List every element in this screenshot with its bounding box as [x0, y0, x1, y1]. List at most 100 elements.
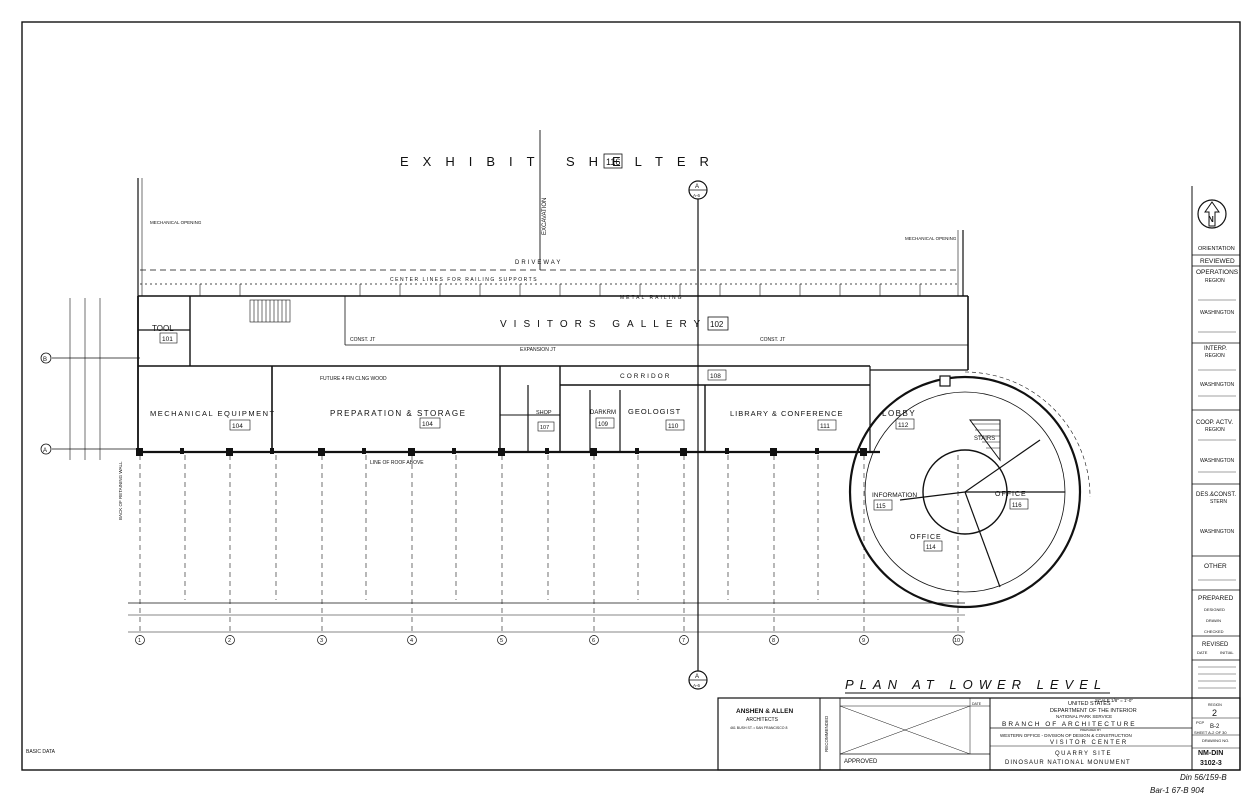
svg-text:6: 6: [592, 638, 595, 644]
svg-text:461 BUSH ST. • SAN FRANCISCO 8: 461 BUSH ST. • SAN FRANCISCO 8: [730, 726, 787, 730]
section-marker-top: A A-6: [688, 180, 708, 200]
svg-text:4: 4: [410, 638, 413, 644]
room-geologist-num: 110: [668, 423, 679, 430]
basic-data-label: BASIC DATA: [26, 749, 56, 755]
svg-text:APPROVED: APPROVED: [844, 759, 878, 765]
room-office-114-num: 114: [926, 545, 936, 551]
room-corridor-name: CORRIDOR: [620, 373, 671, 380]
svg-text:OTHER: OTHER: [1204, 563, 1227, 570]
svg-text:PREPARED BY: PREPARED BY: [1080, 728, 1101, 732]
svg-text:N: N: [1208, 215, 1214, 224]
svg-text:10: 10: [954, 638, 960, 644]
plan-title: PLAN AT LOWER LEVEL: [845, 677, 1107, 692]
svg-text:9: 9: [862, 638, 865, 644]
stairs-label: STAIRS: [974, 436, 995, 442]
room-mechanical-name: MECHANICAL EQUIPMENT: [150, 409, 276, 418]
svg-text:DRAWING NO.: DRAWING NO.: [1202, 738, 1229, 743]
svg-text:INITIAL: INITIAL: [1220, 650, 1234, 655]
expansion-jt-label: EXPANSION JT: [520, 347, 556, 353]
svg-text:INTERP.: INTERP.: [1204, 346, 1227, 352]
room-preparation-name: PREPARATION & STORAGE: [330, 409, 466, 418]
svg-text:QUARRY SITE: QUARRY SITE: [1055, 751, 1112, 757]
room-information-name: INFORMATION: [872, 492, 917, 499]
svg-text:PREPARED: PREPARED: [1198, 595, 1234, 602]
architect-name: ANSHEN & ALLEN: [736, 708, 793, 715]
const-jt-label-2: CONST. JT: [760, 337, 785, 343]
svg-text:8: 8: [772, 638, 775, 644]
grid-bubbles-bottom: 1 2 3 4 5 6 7 8 9 10: [135, 634, 964, 646]
line-roof-label: LINE OF ROOF ABOVE: [370, 460, 424, 466]
excavation-label: EXCAVATION: [542, 198, 548, 235]
section-marker-bottom: A A-6: [688, 670, 708, 690]
room-geologist-name: GEOLOGIST: [628, 407, 681, 416]
driveway-label: DRIVEWAY: [515, 260, 562, 266]
svg-text:B-2: B-2: [1210, 724, 1220, 730]
svg-text:A: A: [695, 674, 699, 680]
room-darkroom-name: DARKRM: [590, 410, 616, 416]
svg-text:WASHINGTON: WASHINGTON: [1200, 310, 1235, 316]
room-darkroom-num: 109: [598, 422, 609, 428]
svg-text:5: 5: [500, 638, 503, 644]
room-mechanical-num: 104: [232, 423, 243, 430]
visitors-gallery-title: VISITORS GALLERY: [500, 319, 707, 330]
grid-bubble-b: B: [40, 352, 52, 364]
svg-text:WASHINGTON: WASHINGTON: [1200, 458, 1235, 464]
railing-note: CENTER LINES FOR RAILING SUPPORTS: [390, 277, 538, 283]
svg-text:DINOSAUR NATIONAL MONUMENT: DINOSAUR NATIONAL MONUMENT: [1005, 760, 1131, 766]
north-arrow-icon: N: [1197, 199, 1227, 229]
svg-text:2: 2: [228, 638, 231, 644]
svg-text:DESIGNED: DESIGNED: [1204, 607, 1225, 612]
svg-text:WASHINGTON: WASHINGTON: [1200, 382, 1235, 388]
svg-text:OPERATIONS: OPERATIONS: [1196, 269, 1239, 276]
svg-text:DATE: DATE: [1197, 650, 1208, 655]
svg-text:DATE: DATE: [972, 702, 982, 706]
svg-text:ORIENTATION: ORIENTATION: [1198, 246, 1235, 252]
svg-text:3: 3: [320, 638, 323, 644]
svg-text:STERN: STERN: [1210, 499, 1227, 505]
svg-text:REGION: REGION: [1205, 353, 1225, 359]
svg-text:UNITED STATES: UNITED STATES: [1068, 701, 1111, 707]
handwritten-note-2: Bar-1 67-B 904: [1150, 786, 1205, 795]
svg-text:7: 7: [682, 638, 685, 644]
future-label: FUTURE 4 FIN CLNG WOOD: [320, 376, 387, 382]
room-corridor-num: 108: [710, 373, 721, 380]
sheet-border: [21, 21, 1241, 771]
room-lobby-num: 112: [898, 422, 909, 429]
svg-text:REGION: REGION: [1208, 703, 1222, 707]
room-shop-num: 107: [540, 425, 549, 431]
review-side-panel-text: ORIENTATION REVIEWED OPERATIONS REGION W…: [1196, 246, 1239, 655]
svg-text:B: B: [43, 357, 47, 363]
svg-text:A-6: A-6: [693, 683, 701, 688]
svg-text:DEPARTMENT OF THE INTERIOR: DEPARTMENT OF THE INTERIOR: [1050, 708, 1137, 714]
svg-text:ARCHITECTS: ARCHITECTS: [746, 717, 779, 723]
svg-text:PCP: PCP: [1196, 720, 1205, 725]
svg-text:REVISED: REVISED: [1202, 642, 1229, 648]
svg-text:WASHINGTON: WASHINGTON: [1200, 529, 1235, 535]
title-block-text: ANSHEN & ALLEN ARCHITECTS 461 BUSH ST. •…: [730, 701, 1229, 767]
svg-text:CHECKED: CHECKED: [1204, 629, 1224, 634]
exhibit-shelter-number: 116: [606, 157, 620, 167]
svg-text:VISITOR CENTER: VISITOR CENTER: [1050, 740, 1128, 746]
svg-text:1: 1: [138, 638, 141, 644]
back-of-wall-label: BACK OF RETAINING WALL: [118, 461, 123, 520]
svg-text:REVIEWED: REVIEWED: [1200, 258, 1235, 265]
svg-text:2: 2: [1212, 708, 1217, 718]
room-office-116-name: OFFICE: [995, 491, 1027, 498]
svg-text:A: A: [695, 184, 699, 190]
svg-text:NATIONAL PARK SERVICE: NATIONAL PARK SERVICE: [1056, 714, 1112, 719]
building-plan: [52, 130, 1091, 672]
svg-text:BRANCH OF ARCHITECTURE: BRANCH OF ARCHITECTURE: [1002, 721, 1137, 728]
visitors-gallery-number: 102: [710, 320, 724, 329]
room-information-num: 115: [876, 504, 886, 510]
handwritten-note-1: Din 56/159-B: [1180, 773, 1227, 782]
svg-text:COOP. ACTV.: COOP. ACTV.: [1196, 420, 1233, 426]
room-tool-name: TOOL: [152, 324, 174, 333]
svg-text:A: A: [43, 448, 47, 454]
svg-text:NM-DIN: NM-DIN: [1198, 750, 1223, 757]
svg-text:REGION: REGION: [1205, 427, 1225, 433]
mechanical-opening-right: MECHANICAL OPENING: [905, 236, 957, 241]
svg-text:REGION: REGION: [1205, 278, 1225, 284]
svg-text:DES.&CONST.: DES.&CONST.: [1196, 492, 1236, 498]
drawing-labels: EXHIBIT SHELTER 116 EXCAVATION DRIVEWAY …: [118, 153, 1029, 552]
